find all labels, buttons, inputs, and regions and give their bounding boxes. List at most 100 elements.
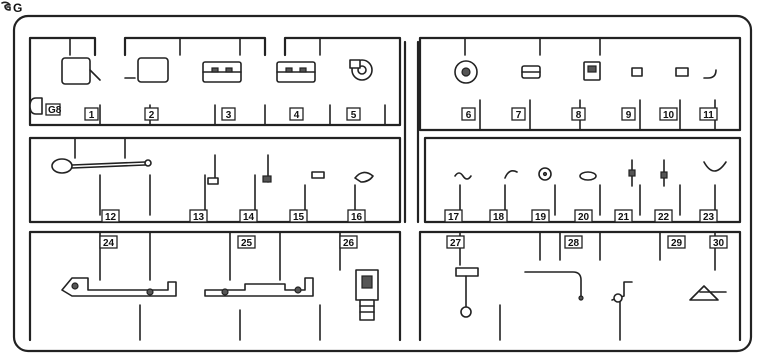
part-tag-25: 25 — [237, 235, 256, 249]
part-15-drawing — [311, 171, 325, 179]
part-30-drawing — [689, 285, 727, 301]
part-18-drawing — [504, 170, 518, 179]
part-tag-box — [237, 235, 256, 249]
part-tag-label: 4 — [294, 110, 300, 121]
part-20-drawing — [579, 171, 597, 181]
part-tag-box — [289, 107, 304, 121]
part-27-drawing — [455, 267, 479, 318]
part-tag-box — [667, 235, 686, 249]
part-tag-label: 12 — [105, 212, 117, 223]
part-tag-3: 3 — [221, 107, 236, 121]
part-tag-box — [99, 235, 118, 249]
part-tag-label: 3 — [226, 110, 232, 121]
part-tag-21: 21 — [614, 209, 633, 223]
part-tag-box — [239, 209, 258, 223]
part-tag-label: 26 — [343, 238, 355, 249]
sprue-id-icon: G — [1, 1, 22, 15]
part-tag-box — [221, 107, 236, 121]
part-tag-6: 6 — [461, 107, 476, 121]
part-16-drawing — [354, 171, 374, 183]
part-19-drawing — [538, 167, 552, 181]
part-tag-15: 15 — [289, 209, 308, 223]
part-tag-box — [659, 107, 678, 121]
part-tag-label: 23 — [703, 212, 715, 223]
part-5-drawing — [349, 59, 373, 81]
part-tag-box — [571, 107, 586, 121]
part-tag-label: 30 — [713, 238, 725, 249]
part-tag-label: 6 — [466, 110, 472, 121]
part-tag-label: 16 — [351, 212, 363, 223]
part-tag-label: 8 — [576, 110, 582, 121]
part-g8-icon — [29, 97, 43, 115]
part-4-drawing — [276, 61, 316, 83]
part-tag-9: 9 — [621, 107, 636, 121]
part-tag-20: 20 — [574, 209, 593, 223]
part-tag-label: G8 — [48, 105, 62, 116]
part-tag-label: 11 — [703, 110, 714, 121]
part-tag-box — [346, 107, 361, 121]
part-23-drawing — [703, 161, 727, 172]
part-tag-label: 19 — [535, 212, 547, 223]
part-6-drawing — [454, 60, 478, 84]
part-tag-box — [574, 209, 593, 223]
part-tag-label: 10 — [663, 110, 675, 121]
part-29-drawing — [611, 281, 633, 303]
part-tag-label: 22 — [658, 212, 670, 223]
part-tag-label: 25 — [241, 238, 253, 249]
part-tag-29: 29 — [667, 235, 686, 249]
part-tag-label: 28 — [568, 238, 580, 249]
part-tag-18: 18 — [489, 209, 508, 223]
part-tag-label: 2 — [149, 110, 155, 121]
part-tag-box — [101, 209, 120, 223]
part-tag-box — [621, 107, 636, 121]
part-tag-box — [446, 235, 465, 249]
part-tag-13: 13 — [189, 209, 208, 223]
part-tag-label: 24 — [103, 238, 115, 249]
part-tag-label: 1 — [89, 110, 95, 121]
part-tag-box — [84, 107, 99, 121]
part-tag-g8: G8 — [45, 103, 62, 116]
part-tag-label: 18 — [493, 212, 505, 223]
part-tag-4: 4 — [289, 107, 304, 121]
part-tag-box — [289, 209, 308, 223]
part-tag-box — [709, 235, 728, 249]
part-tag-27: 27 — [446, 235, 465, 249]
part-tag-17: 17 — [444, 209, 463, 223]
part-25-drawing — [204, 277, 314, 297]
part-2-drawing — [124, 57, 169, 83]
part-tag-1: 1 — [84, 107, 99, 121]
part-tag-box — [189, 209, 208, 223]
part-tag-label: 5 — [351, 110, 357, 121]
sprue-letter: G — [13, 1, 22, 15]
part-tag-label: 14 — [243, 212, 255, 223]
part-tag-2: 2 — [144, 107, 159, 121]
part-1-drawing — [61, 57, 101, 85]
part-tag-box — [531, 209, 550, 223]
part-tag-11: 11 — [699, 107, 718, 121]
part-tag-24: 24 — [99, 235, 118, 249]
sprue-outer-frame — [12, 14, 753, 353]
part-tag-26: 26 — [339, 235, 358, 249]
part-tag-box — [614, 209, 633, 223]
part-tag-label: 29 — [671, 238, 683, 249]
part-tag-box — [339, 235, 358, 249]
part-13-drawing — [207, 154, 219, 185]
part-tag-label: 13 — [193, 212, 205, 223]
part-tag-label: 9 — [626, 110, 632, 121]
part-tag-box — [654, 209, 673, 223]
part-tag-box — [489, 209, 508, 223]
part-21-drawing — [628, 159, 636, 187]
part-tag-box — [347, 209, 366, 223]
part-tag-16: 16 — [347, 209, 366, 223]
part-tag-5: 5 — [346, 107, 361, 121]
part-tag-label: 21 — [618, 212, 630, 223]
part-tag-22: 22 — [654, 209, 673, 223]
part-tag-box — [444, 209, 463, 223]
part-tag-23: 23 — [699, 209, 718, 223]
part-tag-box — [461, 107, 476, 121]
part-tag-label: 27 — [450, 238, 462, 249]
part-tag-box — [511, 107, 526, 121]
part-tag-label: 20 — [578, 212, 590, 223]
part-tag-30: 30 — [709, 235, 728, 249]
